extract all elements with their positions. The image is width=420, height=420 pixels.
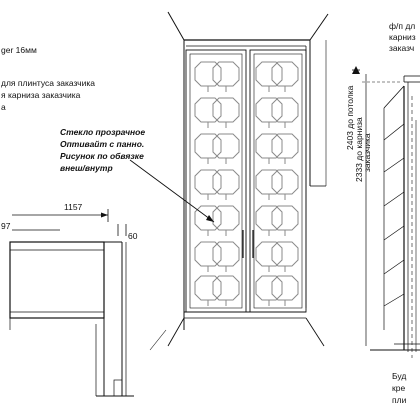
right-side-view [352,66,420,358]
shelf [383,293,405,307]
wardrobe-perspective [149,11,329,351]
right-note-bottom3: пли [392,395,407,405]
shelf [383,259,405,275]
shelf [383,191,405,207]
glass-note-line4: внеш/внутр [60,163,113,173]
note-material: ger 16мм [1,45,37,55]
glass-pattern-left [194,61,240,307]
dim-2333-label-2: заказчика [362,133,372,172]
glass-note-line3: Рисунок по обвязке [60,151,144,161]
cabinet-body [9,241,105,319]
dim-1157: 1157 [64,202,83,212]
right-note-bottom1: Буд [392,371,407,381]
shelf [383,123,405,141]
note-plinth: для плинтуса заказчика [1,78,95,88]
dim-60: 60 [128,231,138,241]
glass-note-line1: Стекло прозрачное [60,127,146,137]
shelf [383,157,405,173]
glass-pattern-right [255,61,299,307]
glass-note-leader [129,159,215,223]
glass-note-line2: Оптивайт с панно. [60,139,145,149]
dim-97: 97 [1,221,11,231]
right-note-top1: ф/п дл [389,21,416,31]
right-note-bottom2: кре [392,383,406,393]
shelf [383,225,405,241]
left-plan-view [9,209,134,397]
note-fragment: а [1,102,6,112]
right-note-top2: карниз [389,32,416,42]
right-note-top3: заказч [389,43,415,53]
note-cornice: я карниза заказчика [1,90,81,100]
